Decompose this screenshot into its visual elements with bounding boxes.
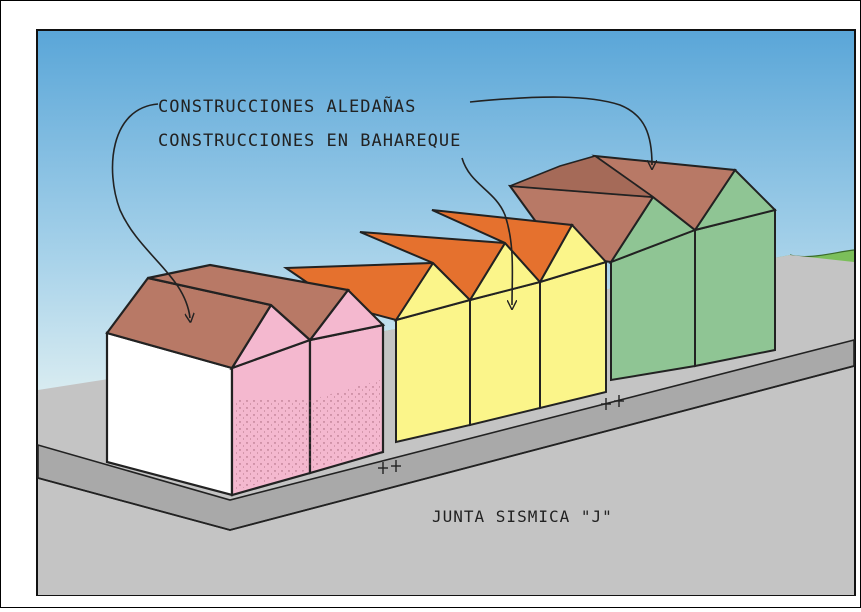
label-seismic-joint: JUNTA SISMICA "J"	[432, 507, 613, 526]
label-bahareque-buildings: CONSTRUCCIONES EN BAHAREQUE	[158, 131, 461, 151]
house-green	[507, 154, 777, 382]
seismic-joint-marks	[378, 395, 624, 474]
callout-lines	[111, 96, 652, 318]
house-pink	[105, 263, 386, 497]
label-neighbor-buildings: CONSTRUCCIONES ALEDAÑAS	[158, 95, 416, 117]
house-yellow	[282, 209, 608, 444]
